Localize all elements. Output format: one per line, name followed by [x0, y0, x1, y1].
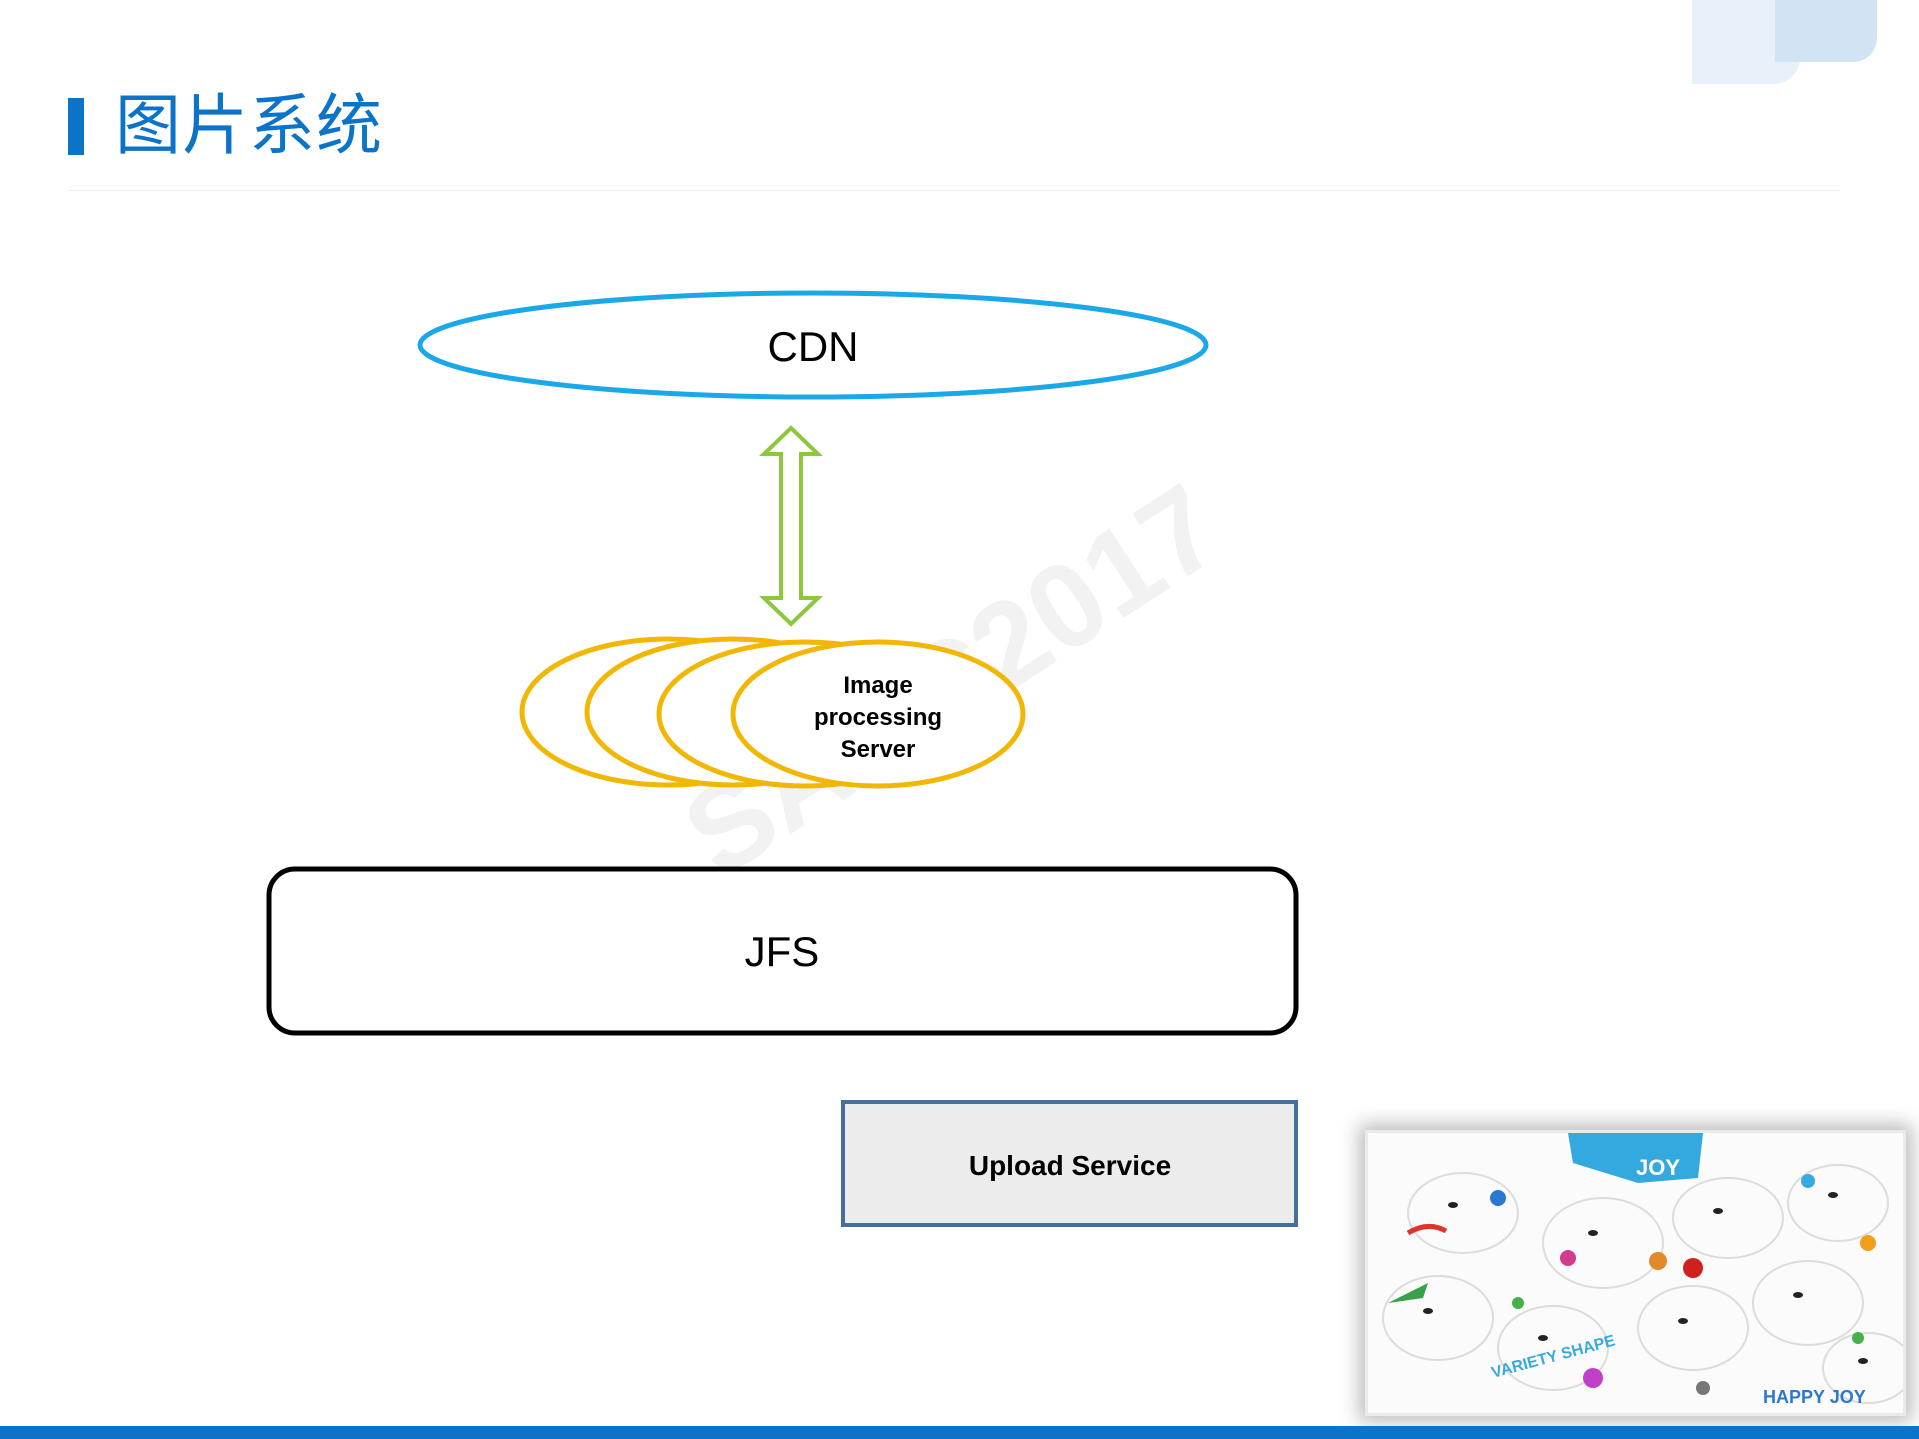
- server-label-line-3: Server: [841, 736, 916, 763]
- page-title: 图片系统: [115, 87, 383, 164]
- mascot-pattern: JOY: [1368, 1133, 1903, 1413]
- server-label-line-1: Image: [843, 672, 912, 699]
- mascot-illustration: JOY: [1365, 1130, 1906, 1416]
- server-ellipse-4: [730, 639, 1026, 789]
- thumb-text-happy: HAPPY JOY: [1763, 1387, 1866, 1407]
- corner-decoration-2: [1775, 0, 1877, 62]
- cdn-ellipse: [417, 290, 1209, 400]
- title-accent-bar: [68, 98, 84, 155]
- upload-service-box: [841, 1100, 1298, 1227]
- cdn-label: CDN: [768, 323, 859, 370]
- bidirectional-arrow: [759, 425, 823, 627]
- jfs-label: JFS: [745, 928, 820, 975]
- thumb-text-joy: JOY: [1636, 1155, 1680, 1180]
- server-label-line-2: processing: [814, 704, 942, 731]
- upload-service-label: Upload Service: [969, 1150, 1171, 1181]
- jfs-box: [266, 866, 1299, 1036]
- title-divider: [68, 190, 1840, 191]
- footer-bar: [0, 1426, 1919, 1439]
